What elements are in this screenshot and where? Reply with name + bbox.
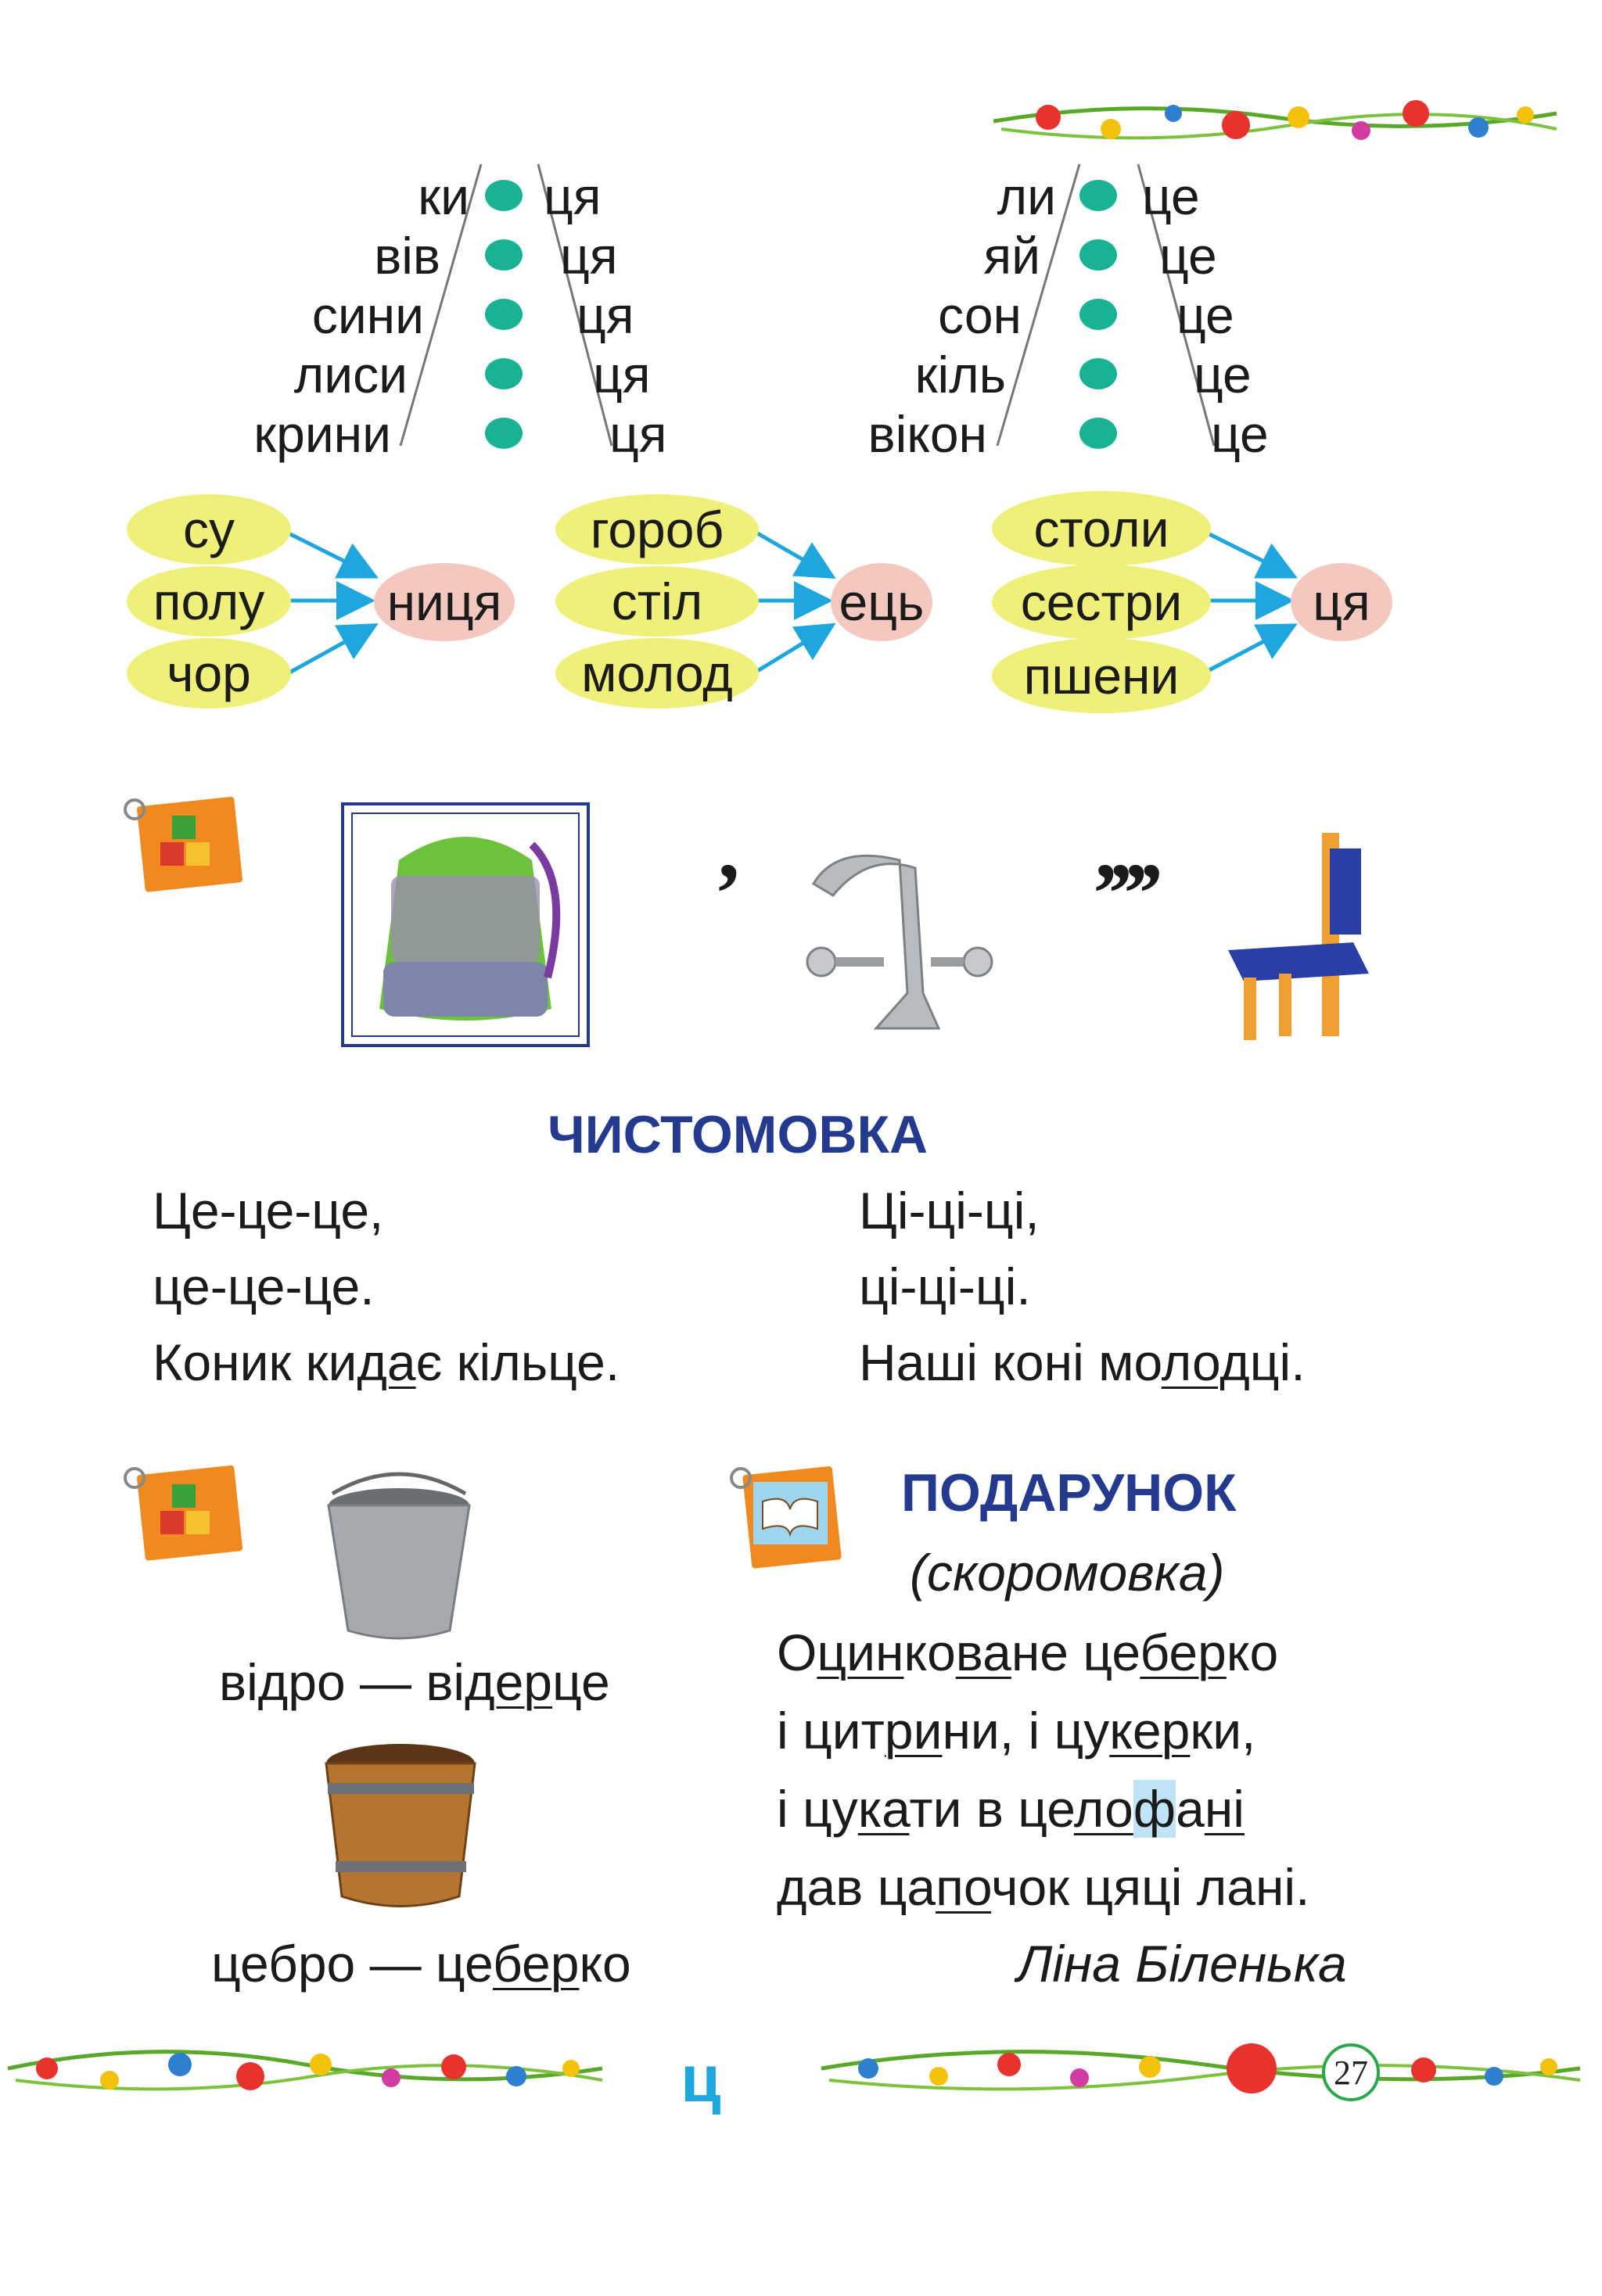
ending-1: ця [544, 167, 602, 225]
floral-garland-top [993, 100, 1557, 140]
root-oval: пшени [992, 638, 1211, 713]
backpack-picture [341, 802, 590, 1047]
root-oval: гороб [555, 494, 759, 565]
suffix-oval: ниця [374, 563, 515, 641]
faucet-picture [806, 854, 993, 1030]
syllable-lines [996, 163, 1216, 447]
syllable-dot [485, 299, 523, 330]
footer-letter: ц [681, 2042, 721, 2115]
stem-4: лиси [293, 346, 408, 404]
stem-3: сини [311, 286, 424, 344]
chystomovka-right-line-2: ці-ці-ці. [859, 1257, 1031, 1315]
root-oval: столи [992, 491, 1211, 566]
syllable-dot [1079, 358, 1117, 389]
syllable-dot [485, 239, 523, 271]
syllable-dot [1079, 418, 1117, 449]
stem-5: крини [253, 405, 391, 463]
syllable-lines [399, 163, 613, 447]
poem-line-1: Оцинковане цеберко [777, 1623, 1279, 1681]
poem-line-4: дав цапочок цяці лані. [777, 1858, 1310, 1916]
ending-1: це [1142, 167, 1200, 225]
poem-author: Ліна Біленька [1017, 1935, 1347, 1993]
bucket-word-2: цебро — цеберко [211, 1935, 631, 1993]
root-oval: полу [127, 566, 291, 637]
page-number-badge: 27 [1322, 2043, 1380, 2101]
ending-2: ця [560, 227, 618, 285]
stem-5: вікон [867, 405, 988, 463]
comma-mark-one: , [718, 801, 740, 896]
ending-3: ця [577, 286, 634, 344]
root-oval: молод [555, 638, 759, 709]
suffix-oval: ець [831, 563, 932, 641]
poem-line-3: і цукати в целофані [777, 1780, 1245, 1838]
poem-title: ПОДАРУНОК [901, 1463, 1237, 1523]
book-icon [730, 1465, 842, 1569]
chair-picture [1228, 833, 1369, 1040]
suffix-arrows [284, 529, 1298, 675]
stem-3: сон [938, 286, 1022, 344]
floral-garland-bottom-left [7, 2050, 603, 2091]
ending-4: ця [593, 346, 651, 404]
stem-2: яй [983, 227, 1040, 285]
poem-line-2: і цитрини, і цукерки, [777, 1702, 1256, 1760]
chystomovka-title: ЧИСТОМОВКА [548, 1105, 929, 1164]
chystomovka-left-line-1: Це-це-це, [153, 1182, 384, 1239]
chystomovka-right-line-3: Наші коні молодці. [859, 1333, 1306, 1391]
syllable-dot [1079, 180, 1117, 211]
stem-1: ки [418, 167, 469, 225]
ending-5: ця [609, 405, 667, 463]
syllable-dot [485, 418, 523, 449]
suffix-oval: ця [1291, 563, 1392, 641]
syllable-dot [485, 180, 523, 211]
stem-4: кіль [914, 346, 1006, 404]
syllable-dot [485, 358, 523, 389]
stem-2: вів [374, 227, 440, 285]
metal-bucket-picture [327, 1472, 471, 1640]
root-oval: сестри [992, 565, 1211, 640]
poem-subtitle: (скоромовка) [910, 1544, 1225, 1602]
comma-mark-four: ,,,, [1095, 801, 1162, 896]
floral-garland-bottom-right [821, 2043, 1581, 2093]
syllable-dot [1079, 299, 1117, 330]
chystomovka-right-line-1: Ці-ці-ці, [859, 1182, 1040, 1239]
root-oval: стіл [555, 566, 759, 637]
chystomovka-left-line-2: це-це-це. [153, 1257, 375, 1315]
root-oval: чор [127, 638, 291, 709]
ending-5: це [1211, 405, 1269, 463]
syllable-dot [1079, 239, 1117, 271]
root-oval: су [127, 494, 291, 565]
stem-1: ли [997, 167, 1056, 225]
wooden-bucket-picture [325, 1744, 476, 1907]
chystomovka-left-line-3: Коник кидає кільце. [153, 1333, 620, 1391]
abc-blocks-icon [124, 1465, 242, 1561]
ending-4: це [1194, 346, 1252, 404]
bucket-word-1: відро — відерце [219, 1653, 610, 1711]
ending-2: це [1159, 227, 1217, 285]
ending-3: це [1176, 286, 1234, 344]
abc-blocks-icon [124, 796, 242, 892]
